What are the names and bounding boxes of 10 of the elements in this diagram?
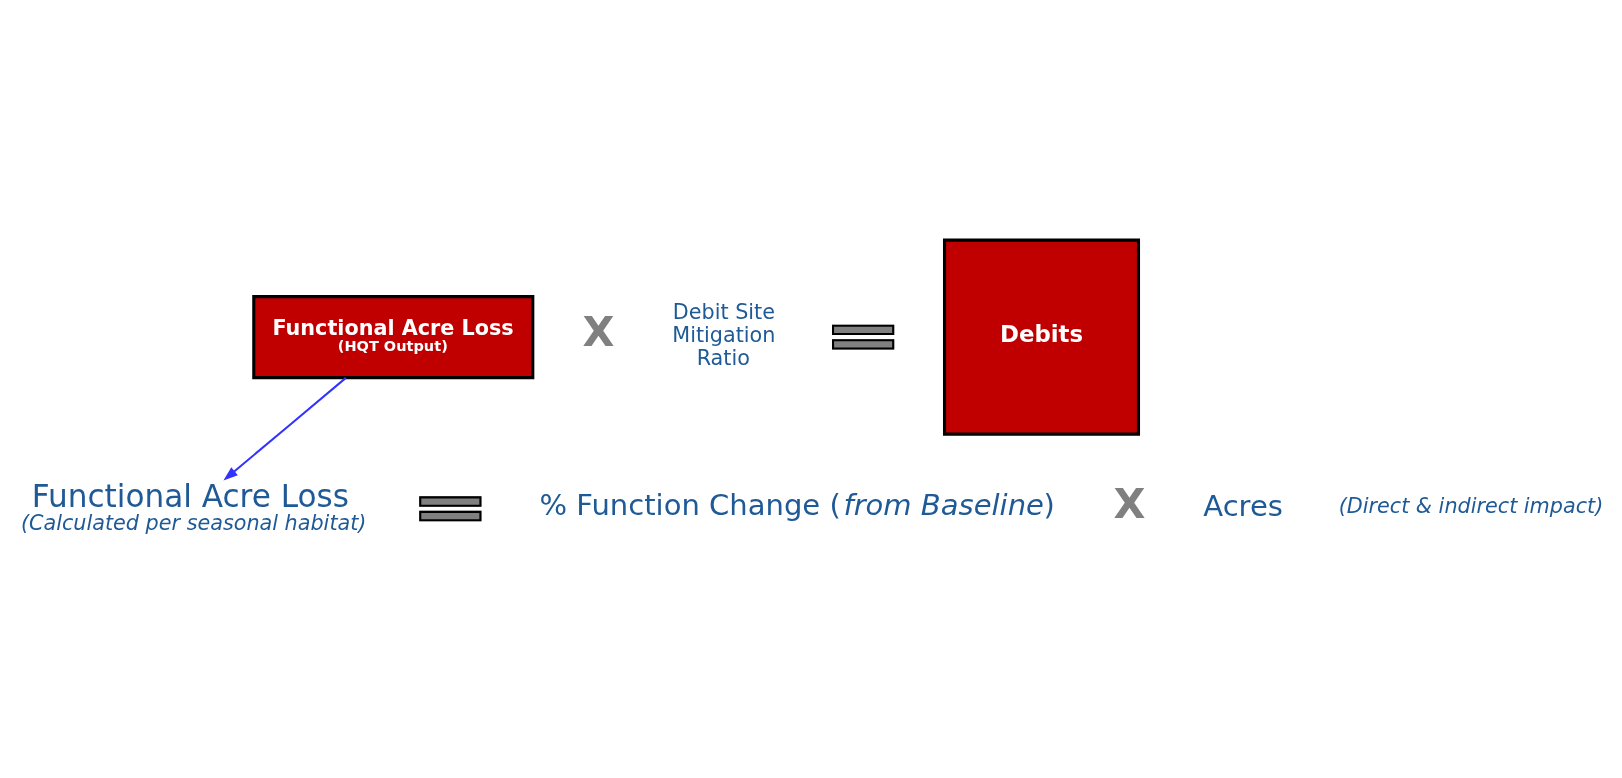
label: (Direct & indirect impact)	[1338, 493, 1604, 518]
label: X	[1113, 478, 1146, 528]
label: X	[582, 306, 615, 356]
label: Acres	[1203, 488, 1283, 523]
node-text: Functional Acre Loss (Calculated per seasonal habitat)	[20, 477, 367, 535]
node-box: Debits	[942, 238, 1141, 436]
label: % Function Change (from Baseline)	[539, 487, 1055, 522]
label: Debit Site Mitigation Ratio	[672, 299, 776, 370]
node-box: Functional Acre Loss (HQT Output)	[252, 294, 535, 379]
arrow	[223, 376, 347, 481]
